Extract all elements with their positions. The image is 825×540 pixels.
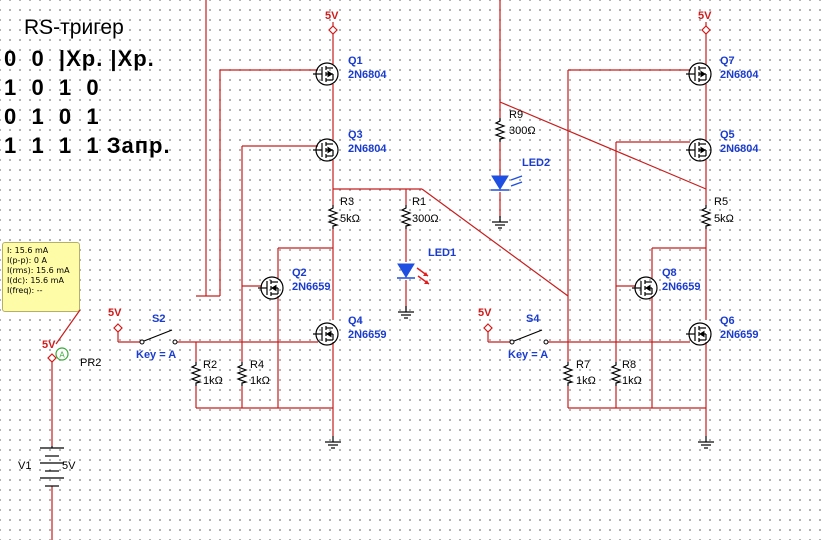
probe-reading: I(rms): 15.6 mA <box>7 266 70 275</box>
ground-q6 <box>697 435 715 449</box>
supply-label: 5V <box>698 10 712 22</box>
mosfet-part: 2N6659 <box>662 281 701 293</box>
mosfet-part: 2N6804 <box>720 69 759 81</box>
ground-led2 <box>491 215 509 229</box>
mosfet-part: 2N6804 <box>348 69 387 81</box>
mosfet-q4[interactable]: Q4 2N6659 <box>312 315 387 346</box>
truth-table: RS-тригер 0 0 |Хр. |Хр. 1 0 1 0 0 1 0 1 … <box>4 16 171 160</box>
switch-ref: S4 <box>526 313 540 325</box>
supply-s2: 5V <box>108 307 123 333</box>
resistor-ref: R2 <box>203 359 217 371</box>
probe-reading: I(p-p): 0 A <box>7 256 47 265</box>
resistor-value: 1kΩ <box>250 375 270 387</box>
mosfet-ref: Q4 <box>348 315 364 327</box>
resistor-ref: R9 <box>509 109 523 121</box>
mosfet-ref: Q3 <box>348 129 363 141</box>
switch-s2[interactable]: S2 Key = A <box>136 313 178 361</box>
mosfet-ref: Q2 <box>292 267 307 279</box>
probe-reading: I(freq): -- <box>7 286 43 295</box>
resistor-value: 5kΩ <box>714 213 734 225</box>
truth-table-row: 0 1 0 1 <box>4 104 100 129</box>
truth-table-row: 0 0 |Хр. |Хр. <box>4 46 155 71</box>
resistor-ref: R1 <box>412 196 426 208</box>
led-ref: LED1 <box>428 247 456 259</box>
probe-reading: I(dc): 15.6 mA <box>7 276 64 285</box>
resistor-r4[interactable]: R4 1kΩ <box>237 359 270 387</box>
ground-q4 <box>324 435 342 449</box>
resistor-value: 1kΩ <box>203 375 223 387</box>
resistor-value: 1kΩ <box>576 375 596 387</box>
resistor-r3[interactable]: R3 5kΩ <box>328 196 360 230</box>
switch-key: Key = A <box>136 349 176 361</box>
mosfet-q5[interactable]: Q5 2N6804 <box>685 129 759 162</box>
wires-source <box>51 309 81 540</box>
mosfet-ref: Q6 <box>720 315 735 327</box>
truth-table-row: 1 1 1 1 Запр. <box>4 133 171 158</box>
resistor-ref: R4 <box>250 359 264 371</box>
mosfet-q2[interactable]: Q2 2N6659 <box>257 267 331 300</box>
mosfet-ref: Q8 <box>662 267 677 279</box>
probe-symbol: A <box>59 351 65 360</box>
supply-label: 5V <box>478 307 492 319</box>
supply-label: 5V <box>42 339 56 351</box>
supply-s4: 5V <box>478 307 493 333</box>
switch-s4[interactable]: S4 Key = A <box>508 313 549 361</box>
battery-ref: V1 <box>18 460 31 472</box>
probe-reading: I: 15.6 mA <box>7 246 49 255</box>
mosfet-q8[interactable]: Q8 2N6659 <box>631 267 701 300</box>
resistor-value: 300Ω <box>509 125 536 137</box>
battery-value: 5V <box>62 460 76 472</box>
truth-table-title: RS-тригер <box>24 16 124 39</box>
resistor-ref: R3 <box>340 196 354 208</box>
led-led1[interactable]: LED1 <box>397 247 456 285</box>
mosfet-q7[interactable]: Q7 2N6804 <box>685 55 759 86</box>
supply-q7: 5V <box>698 10 712 35</box>
resistor-r8[interactable]: R8 1kΩ <box>611 359 642 387</box>
switch-key: Key = A <box>508 349 548 361</box>
probe-pr2[interactable]: A PR2 <box>55 347 101 369</box>
supply-q1: 5V <box>325 10 339 35</box>
mosfet-q1[interactable]: Q1 2N6804 <box>312 55 387 86</box>
mosfet-part: 2N6659 <box>348 329 387 341</box>
resistor-value: 1kΩ <box>622 375 642 387</box>
led-led2[interactable]: LED2 <box>491 157 550 191</box>
probe-name: PR2 <box>80 357 101 369</box>
mosfet-part: 2N6804 <box>720 143 759 155</box>
ground-led1 <box>397 305 415 319</box>
resistor-ref: R8 <box>622 359 636 371</box>
resistor-r2[interactable]: R2 1kΩ <box>191 359 223 387</box>
mosfet-ref: Q7 <box>720 55 735 67</box>
mosfet-part: 2N6659 <box>720 329 759 341</box>
resistor-r5[interactable]: R5 5kΩ <box>701 196 734 230</box>
resistor-value: 5kΩ <box>340 213 360 225</box>
probe-readout[interactable]: I: 15.6 mA I(p-p): 0 A I(rms): 15.6 mA I… <box>2 242 80 312</box>
wires-left <box>117 0 569 436</box>
resistor-value: 300Ω <box>412 213 439 225</box>
mosfet-ref: Q1 <box>348 55 363 67</box>
mosfet-q3[interactable]: Q3 2N6804 <box>312 129 387 162</box>
switch-ref: S2 <box>152 313 165 325</box>
mosfet-part: 2N6659 <box>292 281 331 293</box>
battery-v1[interactable]: V1 5V <box>18 446 76 487</box>
resistor-ref: R5 <box>714 196 728 208</box>
wires-right <box>487 0 707 436</box>
resistor-r1[interactable]: R1 300Ω <box>401 196 439 230</box>
mosfet-ref: Q5 <box>720 129 735 141</box>
led-ref: LED2 <box>522 157 550 169</box>
resistor-r7[interactable]: R7 1kΩ <box>563 359 596 387</box>
mosfet-q6[interactable]: Q6 2N6659 <box>685 315 759 346</box>
mosfet-part: 2N6804 <box>348 143 387 155</box>
supply-label: 5V <box>108 307 122 319</box>
supply-label: 5V <box>325 10 339 22</box>
resistor-r9[interactable]: R9 300Ω <box>495 109 536 143</box>
resistor-ref: R7 <box>576 359 590 371</box>
supply-probe: 5V <box>42 339 57 363</box>
truth-table-row: 1 0 1 0 <box>4 75 100 100</box>
